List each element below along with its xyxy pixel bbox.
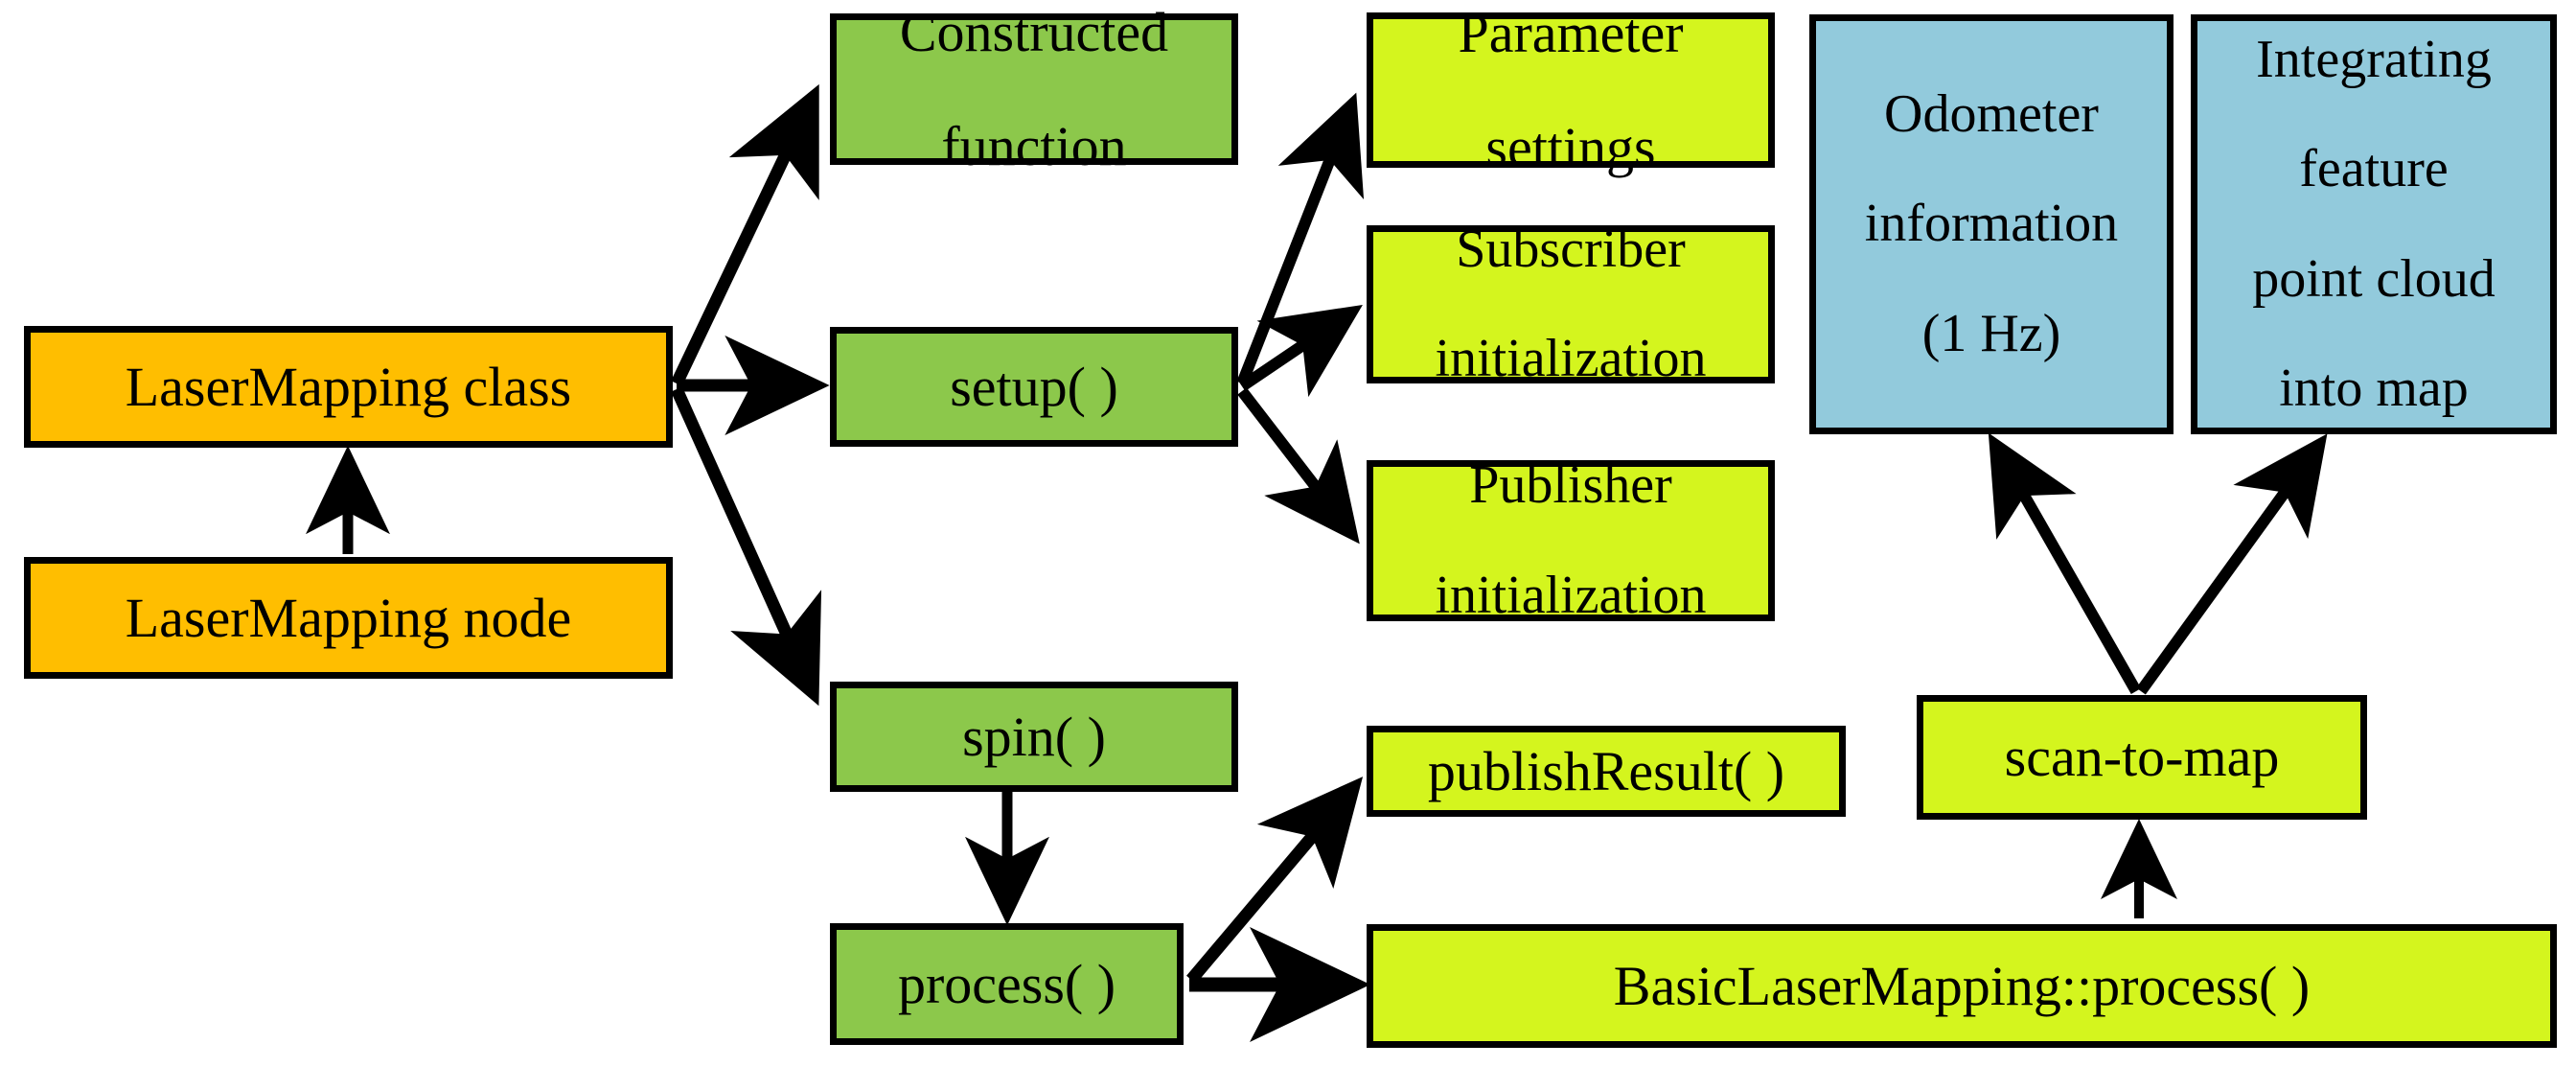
node-integrating-feature-point-cloud-line2: feature (2299, 139, 2449, 199)
edge-class-to-spin (671, 386, 822, 707)
edge-setup-to-subscriber-initialization (1238, 304, 1363, 398)
node-parameter-settings-label: Parameter settings (1379, 2, 1762, 178)
node-constructed-function-label: Constructed function (842, 4, 1226, 174)
node-subscriber-initialization-line2: initialization (1435, 329, 1707, 389)
node-spin[interactable]: spin( ) (830, 682, 1238, 792)
node-scan-to-map-label: scan-to-map (2004, 726, 2280, 789)
node-odometer-information[interactable]: Odometer information (1 Hz) (1809, 14, 2174, 434)
edge-scan-to-map-to-odometer-information (1988, 432, 2142, 694)
node-laser-mapping-class-label: LaserMapping class (125, 355, 572, 418)
node-publisher-initialization-line2: initialization (1435, 565, 1707, 625)
node-constructed-function-line2: function (941, 114, 1127, 177)
edge-scan-to-map-to-integrating-feature-point-cloud (2136, 433, 2328, 695)
node-constructed-function[interactable]: Constructed function (830, 4, 1238, 174)
node-parameter-settings-line1: Parameter (1458, 2, 1684, 65)
edge-class-to-constructed-function (671, 83, 819, 386)
node-odometer-information-label: Odometer information (1 Hz) (1822, 87, 2161, 361)
node-integrating-feature-point-cloud[interactable]: Integrating feature point cloud into map (2191, 14, 2557, 434)
node-basic-laser-mapping-process-label: BasicLaserMapping::process( ) (1613, 954, 2311, 1017)
node-integrating-feature-point-cloud-line4: into map (2279, 358, 2469, 418)
node-setup-label: setup( ) (950, 355, 1118, 418)
node-integrating-feature-point-cloud-line1: Integrating (2256, 30, 2492, 90)
edge-setup-to-parameter-settings (1236, 92, 1365, 386)
node-spin-label: spin( ) (962, 705, 1106, 768)
node-parameter-settings-line2: settings (1485, 115, 1656, 178)
node-publish-result[interactable]: publishResult( ) (1367, 726, 1846, 817)
node-publisher-initialization[interactable]: Publisher initialization (1367, 458, 1775, 622)
node-setup[interactable]: setup( ) (830, 327, 1238, 447)
node-subscriber-initialization-line1: Subscriber (1456, 219, 1686, 279)
node-publish-result-label: publishResult( ) (1427, 739, 1785, 802)
node-laser-mapping-node-label: LaserMapping node (125, 586, 572, 649)
node-basic-laser-mapping-process[interactable]: BasicLaserMapping::process( ) (1367, 924, 2557, 1048)
node-odometer-information-line2: information (1864, 194, 2119, 254)
node-parameter-settings[interactable]: Parameter settings (1367, 5, 1775, 175)
edge-process-to-publish-result (1186, 777, 1364, 985)
node-publisher-initialization-label: Publisher initialization (1379, 458, 1762, 622)
node-subscriber-initialization[interactable]: Subscriber initialization (1367, 219, 1775, 389)
edge-setup-to-publisher-initialization (1237, 387, 1360, 545)
node-process-label: process( ) (897, 952, 1116, 1015)
node-process[interactable]: process( ) (830, 923, 1184, 1045)
node-subscriber-initialization-label: Subscriber initialization (1379, 219, 1762, 389)
node-integrating-feature-point-cloud-label: Integrating feature point cloud into map (2203, 30, 2544, 418)
node-laser-mapping-node[interactable]: LaserMapping node (24, 557, 673, 679)
node-publisher-initialization-line1: Publisher (1469, 455, 1672, 516)
node-laser-mapping-class[interactable]: LaserMapping class (24, 326, 673, 448)
node-integrating-feature-point-cloud-line3: point cloud (2252, 248, 2496, 309)
node-odometer-information-line3: (1 Hz) (1921, 303, 2061, 363)
node-odometer-information-line1: Odometer (1884, 84, 2099, 145)
node-constructed-function-line1: Constructed (899, 1, 1169, 64)
node-scan-to-map[interactable]: scan-to-map (1917, 695, 2367, 820)
